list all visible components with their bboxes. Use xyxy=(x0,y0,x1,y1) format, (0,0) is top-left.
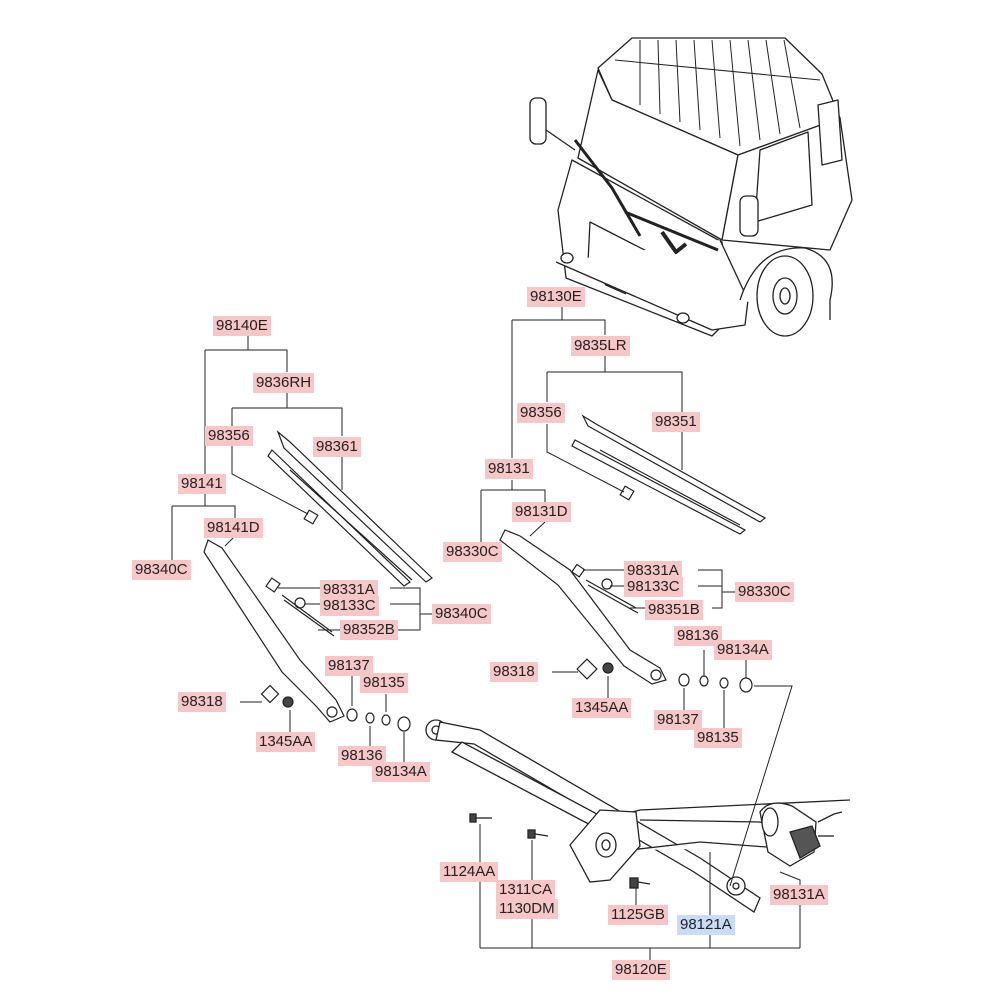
part-label[interactable]: 9835LR xyxy=(571,336,630,356)
part-label[interactable]: 98318 xyxy=(490,662,538,682)
part-label[interactable]: 1125GB xyxy=(608,905,668,925)
part-label[interactable]: 9836RH xyxy=(253,373,315,393)
part-label[interactable]: 1345AA xyxy=(256,732,316,752)
part-label[interactable]: 98340C xyxy=(432,604,491,624)
part-label[interactable]: 98331A xyxy=(624,561,682,581)
part-label[interactable]: 98136 xyxy=(674,626,722,646)
part-label[interactable]: 98134A xyxy=(372,762,430,782)
part-label[interactable]: 98140E xyxy=(213,316,271,336)
part-label[interactable]: 1130DM xyxy=(496,899,558,919)
part-label[interactable]: 98135 xyxy=(360,673,408,693)
part-label[interactable]: 98330C xyxy=(735,582,794,602)
part-label[interactable]: 98137 xyxy=(654,710,702,730)
part-label[interactable]: 98330C xyxy=(443,542,502,562)
part-label[interactable]: 98134A xyxy=(714,640,772,660)
part-label[interactable]: 98352B xyxy=(340,620,398,640)
part-label[interactable]: 98137 xyxy=(325,656,373,676)
part-label[interactable]: 98351 xyxy=(652,412,700,432)
part-label[interactable]: 98130E xyxy=(527,287,585,307)
part-label[interactable]: 98120E xyxy=(612,960,670,980)
part-label-selected[interactable]: 98121A xyxy=(677,915,735,935)
part-label[interactable]: 98135 xyxy=(694,728,742,748)
part-label[interactable]: 98331A xyxy=(320,580,378,600)
part-label[interactable]: 98340C xyxy=(132,560,191,580)
part-label[interactable]: 98133C xyxy=(320,596,379,616)
part-label[interactable]: 98318 xyxy=(178,692,226,712)
leader-lines xyxy=(171,306,801,960)
truck-cab-illustration xyxy=(529,37,853,337)
part-label[interactable]: 98141D xyxy=(204,518,263,538)
part-label[interactable]: 98133C xyxy=(624,577,683,597)
part-label[interactable]: 1345AA xyxy=(572,698,632,718)
part-label[interactable]: 98141 xyxy=(178,474,226,494)
part-label[interactable]: 98136 xyxy=(338,746,386,766)
part-label[interactable]: 1311CA xyxy=(496,880,556,900)
right-wiper-parts xyxy=(499,414,767,693)
left-wiper-parts xyxy=(203,430,433,732)
part-label[interactable]: 98131A xyxy=(770,885,828,905)
part-label[interactable]: 98351B xyxy=(645,600,703,620)
linkage-and-motor xyxy=(425,719,851,913)
part-label[interactable]: 98356 xyxy=(205,426,253,446)
part-label[interactable]: 98356 xyxy=(517,403,565,423)
part-label[interactable]: 98131 xyxy=(485,459,533,479)
part-label[interactable]: 1124AA xyxy=(440,862,499,882)
part-label[interactable]: 98361 xyxy=(313,437,361,457)
part-label[interactable]: 98131D xyxy=(512,502,571,522)
